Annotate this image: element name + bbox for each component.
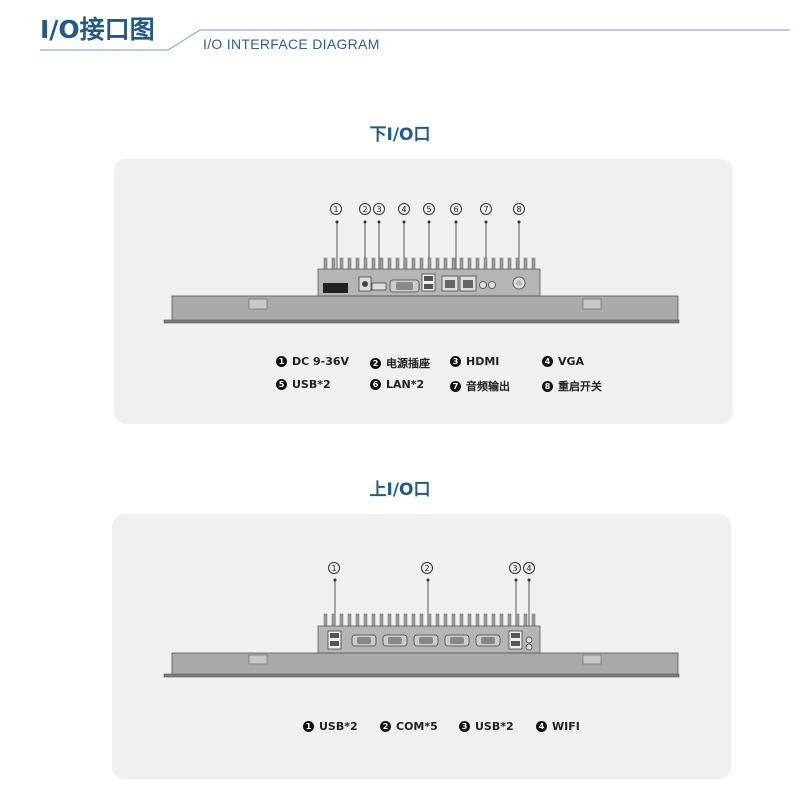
dc-port	[323, 283, 348, 293]
page-title: I/O接口图	[40, 15, 155, 44]
wifi-antenna-port	[525, 636, 533, 644]
audio-port-2	[488, 281, 496, 289]
top-io-title: 上I/O口	[369, 480, 431, 500]
callout-2: 2	[359, 203, 371, 215]
callout-1: 1	[328, 562, 340, 574]
bottom-mounting-plate	[171, 295, 679, 322]
bottom-heatsink-fins	[323, 257, 536, 273]
bottom-io-title: 下I/O口	[369, 125, 431, 145]
bottom-io-device-diagram	[163, 220, 680, 324]
page-subtitle: I/O INTERFACE DIAGRAM	[203, 36, 380, 52]
top-mounting-plate	[171, 652, 679, 676]
com-ports	[351, 634, 501, 647]
hdmi-port	[371, 282, 387, 291]
callout-4: 4	[398, 203, 410, 215]
callout-3: 3	[509, 562, 521, 574]
callout-5: 5	[423, 203, 435, 215]
callout-7: 7	[480, 203, 492, 215]
callout-3: 3	[373, 203, 385, 215]
callout-6: 6	[450, 203, 462, 215]
callout-1: 1	[330, 203, 342, 215]
callout-2: 2	[421, 562, 433, 574]
callout-4: 4	[523, 562, 535, 574]
header-decoration	[40, 29, 790, 51]
audio-port-1	[479, 281, 487, 289]
callout-8: 8	[513, 203, 525, 215]
top-io-device-diagram	[163, 578, 680, 678]
